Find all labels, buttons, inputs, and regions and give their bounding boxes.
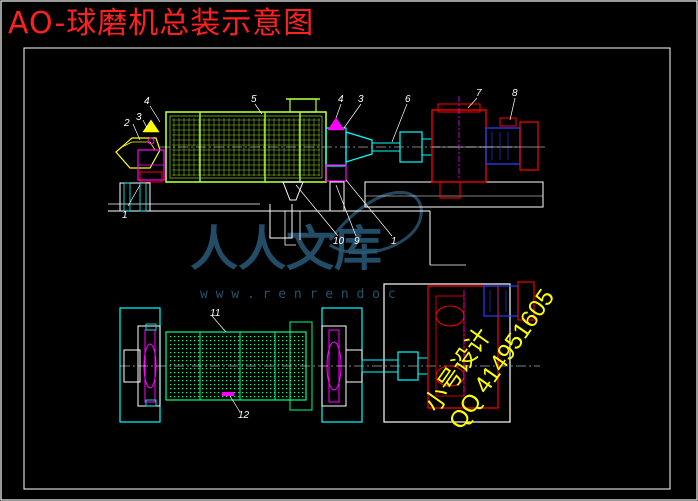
part-label: 4 [144,96,150,107]
watermark: 人人文库 w w w . r e n r e n d o c [190,191,423,302]
part-label: 4 [338,94,344,105]
part-label: 10 [333,236,345,247]
mill-drum-plan [165,321,313,411]
watermark-url: w w w . r e n r e n d o c [200,287,396,302]
watermark-text: 人人文库 [190,221,382,277]
part-label: 12 [238,410,250,421]
part-label: 11 [210,308,220,319]
part-label: 8 [512,88,518,99]
part-label: 1 [122,210,128,221]
drive-foundation [383,283,511,423]
part-label: 6 [405,94,411,105]
inner-frame [23,47,671,490]
elevation-view [108,96,545,266]
reducer-plan [427,285,499,409]
discharge-end [282,117,373,212]
right-foundation [321,307,363,423]
plan-view [119,281,540,423]
part-labels: 1 2 3 4 5 4 3 6 7 8 10 9 1 11 12 [122,88,518,421]
leader-lines-top [127,97,516,237]
foundation [108,181,544,266]
part-label: 7 [476,88,482,99]
part-label: 3 [136,112,142,123]
leader-lines-bottom [211,315,241,413]
part-label: 2 [123,118,130,129]
part-label: 3 [358,94,364,105]
motor [480,117,545,171]
reducer [431,96,487,199]
feed-end [115,119,165,212]
drawing-title: AO-球磨机总装示意图 [8,6,315,41]
part-label: 9 [354,236,360,247]
part-label: 1 [391,236,397,247]
part-label: 5 [251,94,257,105]
mill-drum [160,111,520,183]
motor-plan [483,281,535,321]
hopper [286,98,320,113]
